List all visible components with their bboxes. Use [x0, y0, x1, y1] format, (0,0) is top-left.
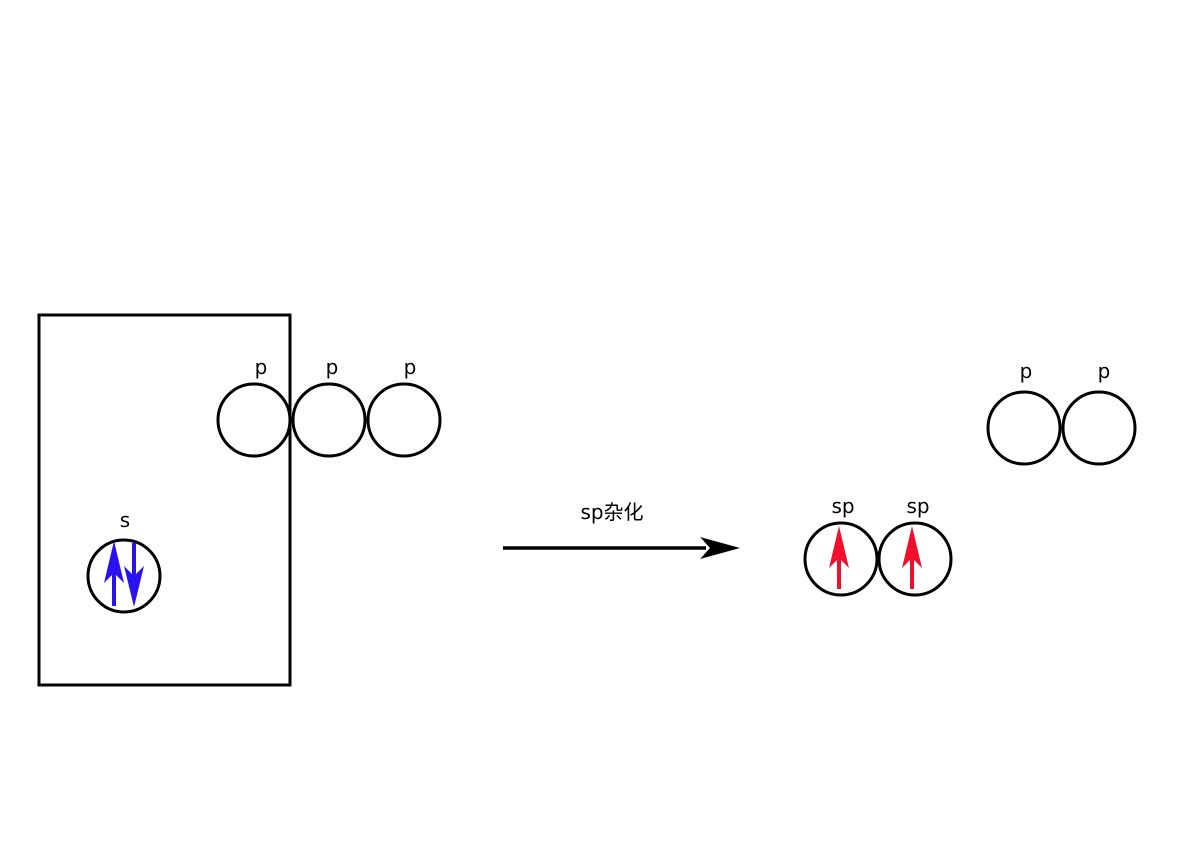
arrow-right-icon	[700, 537, 740, 559]
sp-orbitals: sp sp	[803, 494, 953, 597]
s-orbital	[86, 538, 162, 614]
p-orbital-3	[366, 382, 442, 458]
right-p-label-1: p	[1020, 359, 1033, 383]
p-label-1: p	[255, 355, 268, 379]
left-box	[37, 313, 292, 687]
reaction-arrow: sp杂化	[503, 500, 740, 559]
sp-label-2: sp	[906, 494, 929, 518]
right-p-orbital-2	[1061, 390, 1137, 466]
s-label: s	[120, 508, 130, 532]
right-p-label-2: p	[1098, 359, 1111, 383]
left-p-orbitals: p p p	[216, 355, 442, 458]
up-arrow-icon	[829, 526, 849, 589]
sp-orbital-2	[877, 521, 953, 597]
right-p-orbitals: p p	[986, 359, 1137, 466]
sp-orbital-1	[803, 521, 879, 597]
reaction-label: sp杂化	[580, 500, 643, 524]
p-label-2: p	[326, 355, 339, 379]
sp-label-1: sp	[831, 494, 854, 518]
p-orbital-1	[216, 382, 292, 458]
down-arrow-icon	[124, 543, 144, 607]
up-arrow-icon	[104, 541, 124, 606]
up-arrow-icon	[902, 526, 922, 589]
right-p-orbital-1	[986, 390, 1062, 466]
p-label-3: p	[404, 355, 417, 379]
p-orbital-2	[291, 382, 367, 458]
s-orbital-group: s	[86, 508, 162, 614]
